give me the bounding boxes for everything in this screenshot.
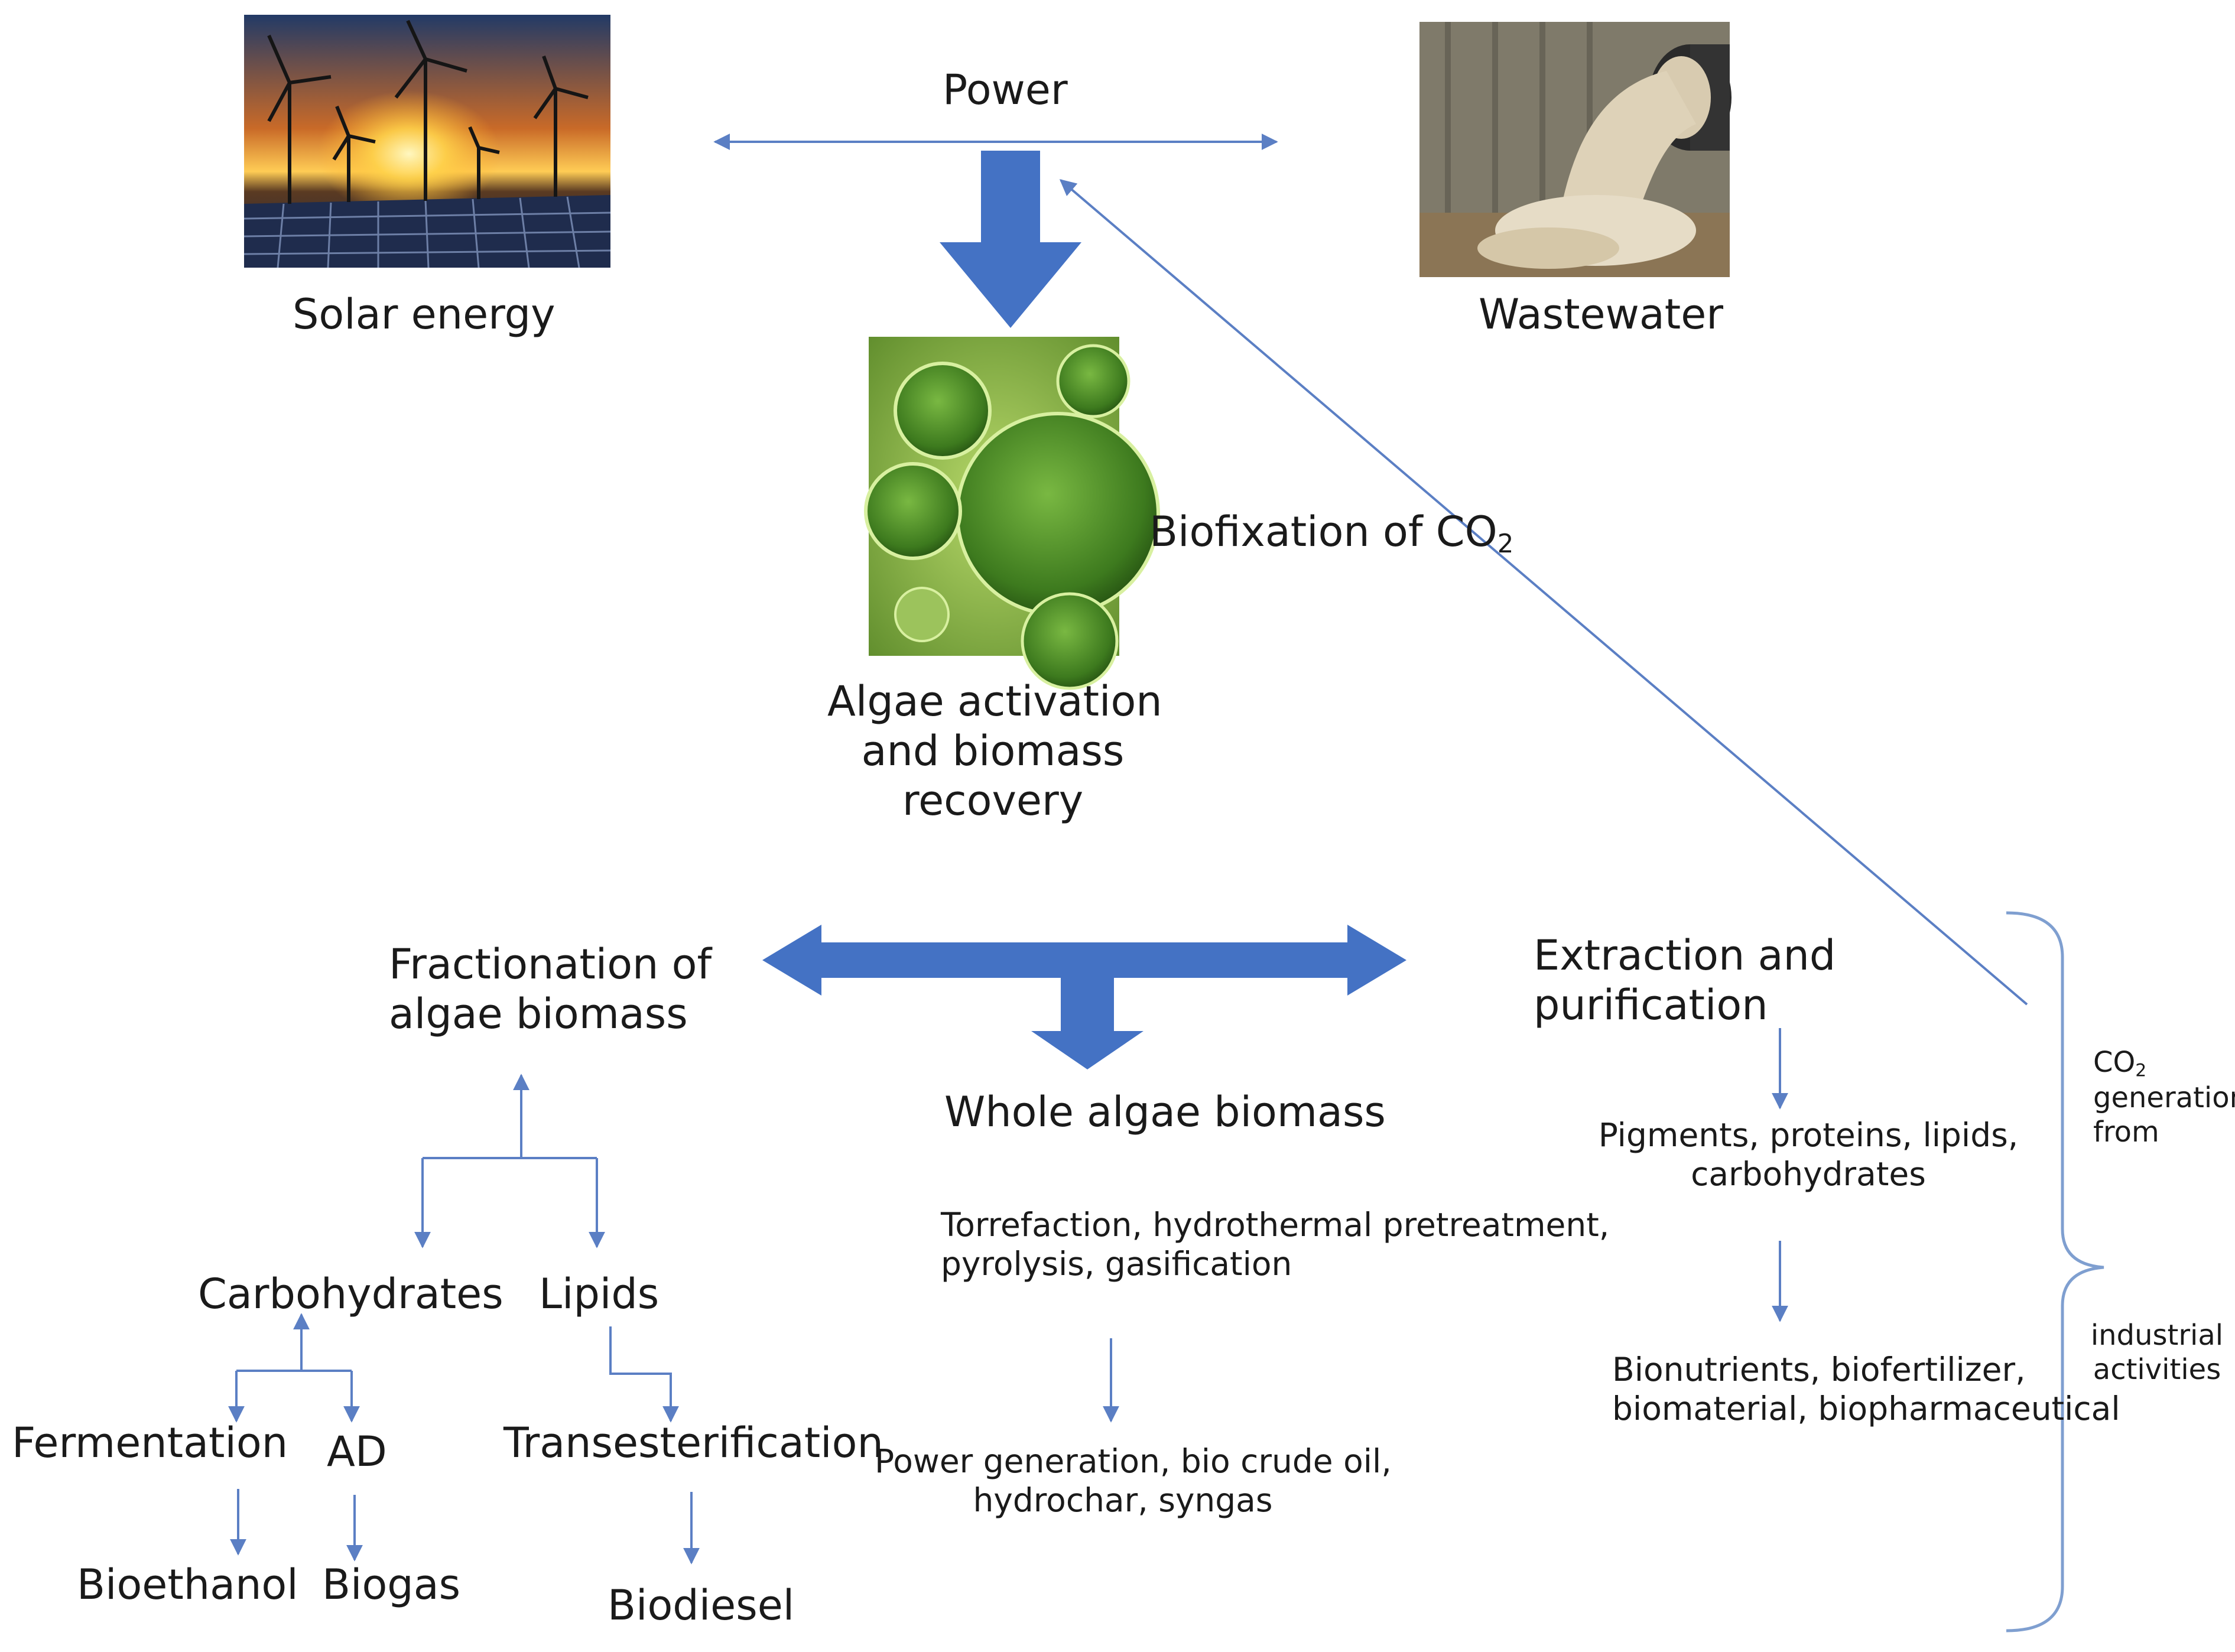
fractionation-title: Fractionation of algae biomass (389, 940, 712, 1038)
extraction-step1: Pigments, proteins, lipids, carbohydrate… (1598, 1116, 2019, 1193)
co2-bracket (2006, 911, 2104, 1633)
algae-microscope-photo (864, 337, 1160, 690)
fermentation-label: Fermentation (12, 1419, 288, 1467)
transesterification-label: Transesterification (503, 1419, 883, 1467)
algae-activation-label: Algae activation and biomass recovery (827, 677, 1162, 825)
whole-process-text: Torrefaction, hydrothermal pretreatment,… (941, 1206, 1610, 1283)
wastewater-pipe-photo (1419, 22, 1732, 277)
biodiesel-label: Biodiesel (608, 1581, 795, 1630)
power-to-algae-arrow (940, 151, 1081, 328)
co2-return-arrow (1059, 179, 2028, 1006)
co2-generation-note: CO2 generation from (2093, 1046, 2235, 1149)
power-label: Power (943, 66, 1068, 114)
wastewater-label: Wastewater (1479, 290, 1724, 339)
solar-energy-label: Solar energy (293, 290, 555, 339)
lipids-label: Lipids (539, 1270, 660, 1318)
fractionation-tree (228, 1074, 700, 1565)
solar-wind-photo (243, 15, 611, 268)
biogas-label: Biogas (322, 1560, 461, 1609)
whole-products-text: Power generation, bio crude oil, hydroch… (875, 1442, 1392, 1519)
industrial-activities-note: industrial activities (2090, 1319, 2224, 1386)
biofixation-label: Biofixation of CO2 (1149, 508, 1514, 559)
whole-biomass-title: Whole algae biomass (944, 1088, 1386, 1136)
carbohydrates-label: Carbohydrates (198, 1270, 503, 1318)
extraction-title: Extraction and purification (1534, 931, 1836, 1029)
extraction-step2: Bionutrients, biofertilizer, biomaterial… (1612, 1351, 2120, 1427)
bioethanol-label: Bioethanol (77, 1560, 298, 1609)
ad-label: AD (327, 1427, 387, 1476)
biomass-distribution-arrow (762, 925, 1406, 1069)
